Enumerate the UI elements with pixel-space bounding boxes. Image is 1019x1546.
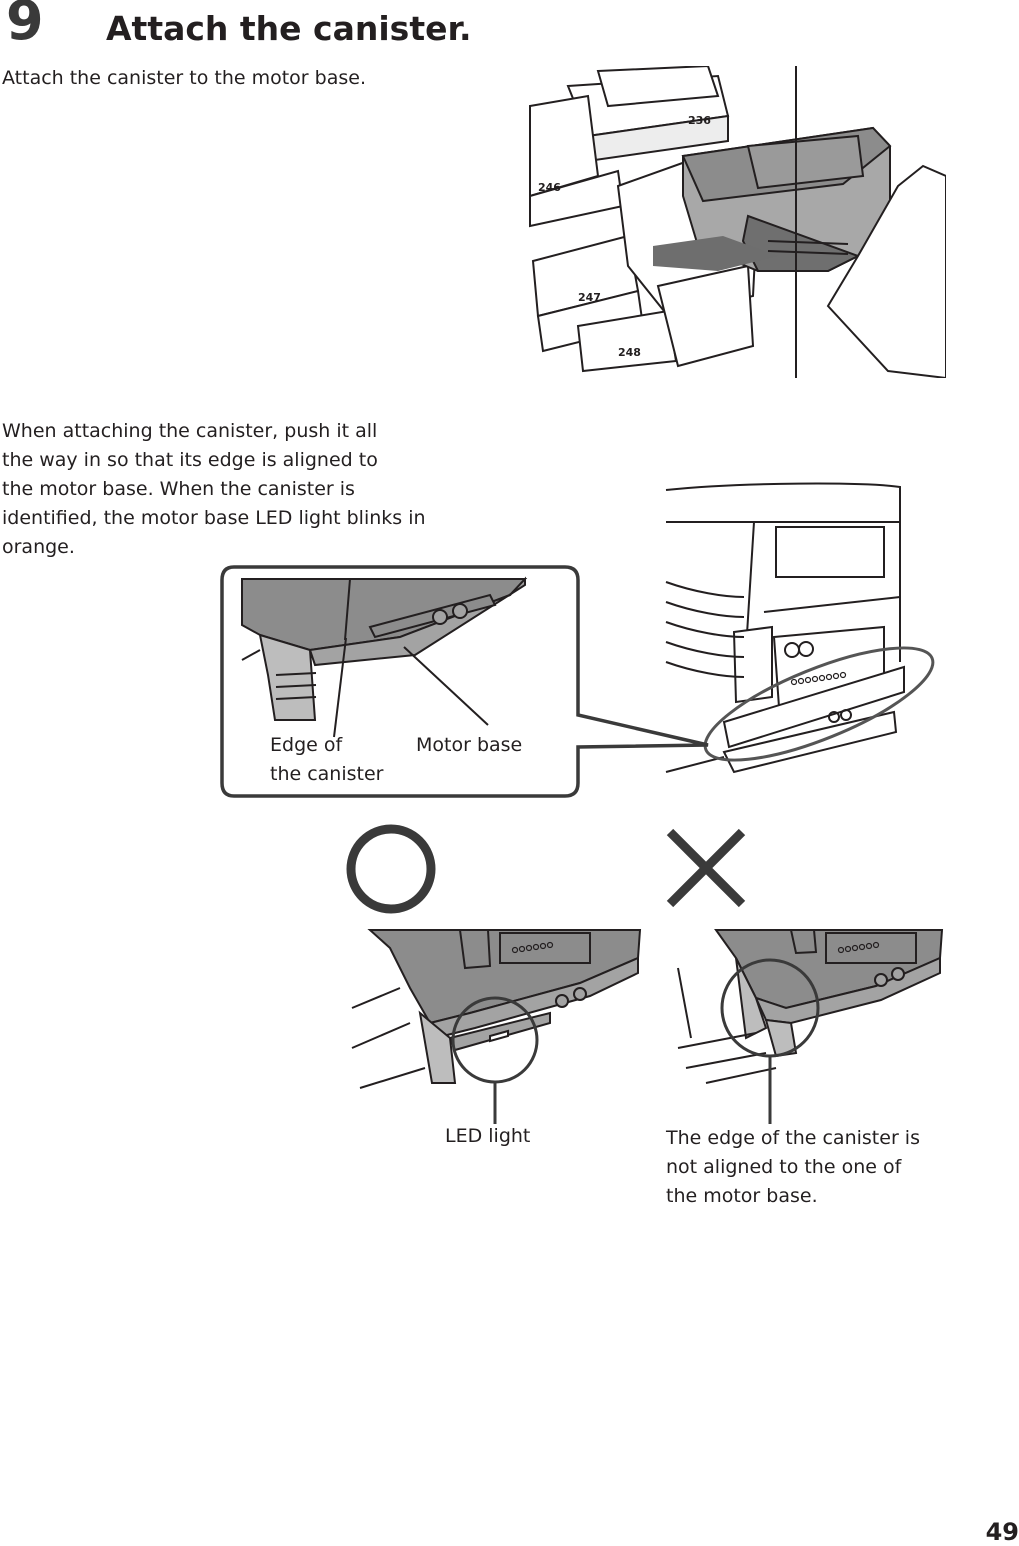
note-line: identified, the motor base LED light bli…	[2, 507, 426, 529]
motor-base-label: Motor base	[416, 734, 523, 756]
wrong-alignment-illustration	[677, 929, 944, 1124]
page-number: 49	[985, 1518, 1019, 1546]
note-paragraph: When attaching the canister, push it all…	[2, 417, 472, 562]
cylinder-tag-246: 246	[538, 181, 561, 194]
attach-canister-illustration: 236 246 247 248	[529, 66, 946, 378]
led-light-label: LED light	[445, 1125, 531, 1147]
note-line: the motor base. When the canister is	[2, 478, 355, 500]
step-title: Attach the canister.	[106, 9, 472, 48]
circle-icon	[346, 824, 436, 914]
note-line: When attaching the canister, push it all	[2, 420, 378, 442]
step-number: 9	[6, 0, 44, 52]
misaligned-label-line: the motor base.	[666, 1185, 818, 1207]
cylinder-tag-236: 236	[688, 114, 711, 127]
motor-base-side-illustration	[665, 482, 935, 774]
misaligned-edge-label: The edge of the canister is not aligned …	[666, 1124, 920, 1211]
cylinder-tag-247: 247	[578, 291, 601, 304]
callout-box	[220, 565, 709, 798]
cylinder-tag-248: 248	[618, 346, 641, 359]
edge-label-line: Edge of	[270, 734, 343, 756]
note-line: orange.	[2, 536, 75, 558]
step-intro: Attach the canister to the motor base.	[2, 67, 366, 89]
edge-of-canister-label: Edge of the canister	[270, 731, 383, 789]
note-line: the way in so that its edge is aligned t…	[2, 449, 378, 471]
misaligned-label-line: not aligned to the one of	[666, 1156, 902, 1178]
edge-label-line: the canister	[270, 763, 384, 785]
correct-alignment-illustration	[351, 929, 642, 1124]
cross-icon	[666, 828, 746, 908]
misaligned-label-line: The edge of the canister is	[666, 1127, 920, 1149]
